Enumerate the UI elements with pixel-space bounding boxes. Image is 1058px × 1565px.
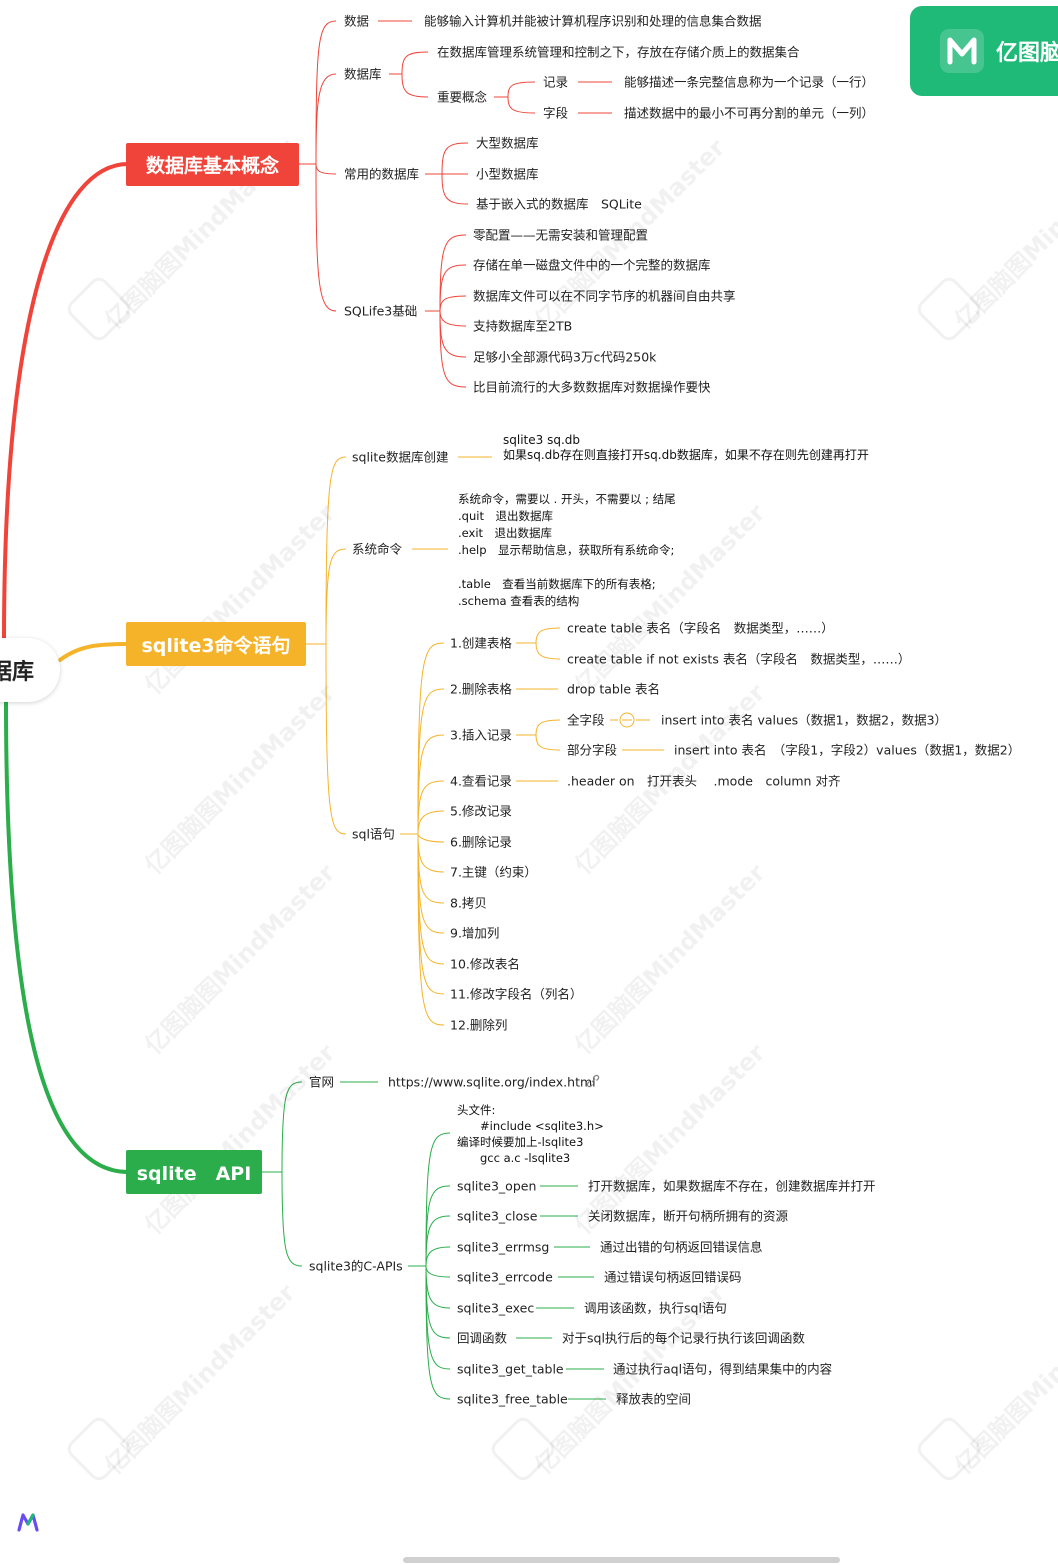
node-record[interactable]: 记录 — [543, 74, 569, 90]
node-data-desc[interactable]: 能够输入计算机并能被计算机程序识别和处理的信息集合数据 — [424, 13, 762, 29]
node-db-create-desc[interactable]: sqlite3 sq.db 如果sq.db存在则直接打开sq.db数据库，如果不… — [503, 433, 869, 462]
node-insert-part-syntax[interactable]: insert into 表名 （字段1，字段2）values（数据1，数据2） — [674, 742, 1021, 758]
brand-badge[interactable]: 亿图脑 — [910, 6, 1058, 96]
node-official-site[interactable]: 官网 — [309, 1074, 335, 1090]
app-logo-icon[interactable] — [14, 1508, 42, 1536]
topic-sqlite3-commands[interactable]: sqlite3命令语句 — [126, 622, 306, 666]
node-sqlite3-feature[interactable]: 存储在单一磁盘文件中的一个完整的数据库 — [473, 257, 711, 273]
node-database-desc[interactable]: 在数据库管理系统管理和控制之下，存放在存储介质上的数据集合 — [437, 44, 800, 60]
node-sqlite3-basics[interactable]: SQLife3基础 — [344, 303, 418, 319]
node-create-table-syntax[interactable]: create table if not exists 表名（字段名 数据类型，…… — [567, 651, 911, 667]
topic-label: sqlite API — [136, 1162, 252, 1185]
node-c-apis[interactable]: sqlite3的C-APIs — [309, 1258, 403, 1274]
node-api-desc[interactable]: 释放表的空间 — [616, 1391, 692, 1407]
node-insert-all-syntax[interactable]: insert into 表名 values（数据1，数据2，数据3） — [661, 712, 948, 728]
topic-label: 数据库基本概念 — [145, 155, 279, 177]
root-node[interactable]: 据库 — [0, 638, 60, 702]
node-sql-item[interactable]: 8.拷贝 — [450, 895, 487, 911]
root-label: 据库 — [0, 660, 34, 685]
node-api-func[interactable]: sqlite3_errmsg — [457, 1239, 550, 1255]
node-sqlite3-feature[interactable]: 支持数据库至2TB — [473, 318, 573, 334]
link-icon[interactable] — [586, 1074, 600, 1088]
node-sqlite3-feature[interactable]: 数据库文件可以在不同字节序的机器间自由共享 — [473, 288, 736, 304]
brand-name: 亿图脑 — [996, 41, 1058, 66]
node-sql-item[interactable]: 6.删除记录 — [450, 834, 512, 850]
node-api-func[interactable]: sqlite3_free_table — [457, 1391, 568, 1407]
node-api-desc[interactable]: 通过执行aql语句，得到结果集中的内容 — [613, 1361, 833, 1377]
topic-basic-concepts[interactable]: 数据库基本概念 — [126, 143, 299, 186]
node-insert-record[interactable]: 3.插入记录 — [450, 727, 512, 743]
node-create-table[interactable]: 1.创建表格 — [450, 635, 512, 651]
node-system-commands[interactable]: 系统命令 — [352, 541, 403, 557]
node-record-desc[interactable]: 能够描述一条完整信息称为一个记录（一行） — [624, 74, 875, 90]
node-sql-statements[interactable]: sql语句 — [352, 826, 395, 842]
node-api-func[interactable]: sqlite3_exec — [457, 1300, 535, 1316]
node-api-func[interactable]: sqlite3_get_table — [457, 1361, 564, 1377]
node-database[interactable]: 数据库 — [344, 66, 382, 82]
node-db-create[interactable]: sqlite数据库创建 — [352, 449, 449, 465]
node-sqlite3-feature[interactable]: 比目前流行的大多数数据库对数据操作要快 — [473, 379, 711, 395]
node-api-func[interactable]: sqlite3_errcode — [457, 1269, 553, 1285]
node-sql-item[interactable]: 5.修改记录 — [450, 803, 512, 819]
node-common-db-item[interactable]: 小型数据库 — [476, 166, 539, 182]
node-sql-item[interactable]: 7.主键（约束） — [450, 864, 537, 880]
node-api-desc[interactable]: 调用该函数，执行sql语句 — [584, 1300, 727, 1316]
node-api-desc[interactable]: 对于sql执行后的每个记录行执行该回调函数 — [562, 1330, 805, 1346]
node-sqlite3-feature[interactable]: 零配置——无需安装和管理配置 — [473, 227, 649, 243]
node-sql-item[interactable]: 11.修改字段名（列名） — [450, 986, 583, 1002]
topic-sqlite-api[interactable]: sqlite API — [126, 1150, 262, 1194]
node-api-func[interactable]: sqlite3_close — [457, 1208, 538, 1224]
node-insert-part-fields[interactable]: 部分字段 — [567, 742, 618, 758]
horizontal-scrollbar[interactable] — [403, 1557, 840, 1563]
node-official-url[interactable]: https://www.sqlite.org/index.html — [388, 1074, 596, 1090]
node-data[interactable]: 数据 — [344, 13, 370, 29]
node-system-commands-desc[interactable]: 系统命令，需要以 . 开头，不需要以 ; 结尾 .quit 退出数据库 .exi… — [458, 492, 676, 608]
node-sqlite3-feature[interactable]: 足够小全部源代码3万c代码250k — [473, 349, 657, 365]
node-create-table-syntax[interactable]: create table 表名（字段名 数据类型，……） — [567, 620, 834, 636]
topic-label: sqlite3命令语句 — [141, 634, 291, 657]
node-sql-item[interactable]: 9.增加列 — [450, 925, 500, 941]
node-sql-item[interactable]: 12.删除列 — [450, 1017, 508, 1033]
node-common-databases[interactable]: 常用的数据库 — [344, 166, 420, 182]
node-api-desc[interactable]: 通过错误句柄返回错误码 — [604, 1269, 742, 1285]
node-select-syntax[interactable]: .header on 打开表头 .mode column 对齐 — [567, 773, 841, 789]
node-common-db-item[interactable]: 基于嵌入式的数据库 SQLite — [476, 196, 642, 212]
node-api-func[interactable]: sqlite3_open — [457, 1178, 537, 1194]
node-field[interactable]: 字段 — [543, 105, 569, 121]
node-api-desc[interactable]: 通过出错的句柄返回错误信息 — [600, 1239, 763, 1255]
mindmaster-logo-icon — [940, 29, 984, 73]
node-drop-table-syntax[interactable]: drop table 表名 — [567, 681, 660, 697]
node-api-desc[interactable]: 关闭数据库，断开句柄所拥有的资源 — [588, 1208, 789, 1224]
node-drop-table[interactable]: 2.删除表格 — [450, 681, 512, 697]
node-common-db-item[interactable]: 大型数据库 — [476, 135, 539, 151]
node-select-record[interactable]: 4.查看记录 — [450, 773, 512, 789]
node-field-desc[interactable]: 描述数据中的最小不可再分割的单元（一列） — [624, 105, 875, 121]
node-important-concepts[interactable]: 重要概念 — [437, 89, 488, 105]
node-api-func[interactable]: 回调函数 — [457, 1330, 508, 1346]
node-sql-item[interactable]: 10.修改表名 — [450, 956, 520, 972]
node-api-desc[interactable]: 打开数据库，如果数据库不存在，创建数据库并打开 — [588, 1178, 876, 1194]
node-insert-all-fields[interactable]: 全字段 — [567, 712, 605, 728]
node-c-apis-header[interactable]: 头文件: #include <sqlite3.h> 编译时候要加上-lsqlit… — [457, 1103, 604, 1165]
